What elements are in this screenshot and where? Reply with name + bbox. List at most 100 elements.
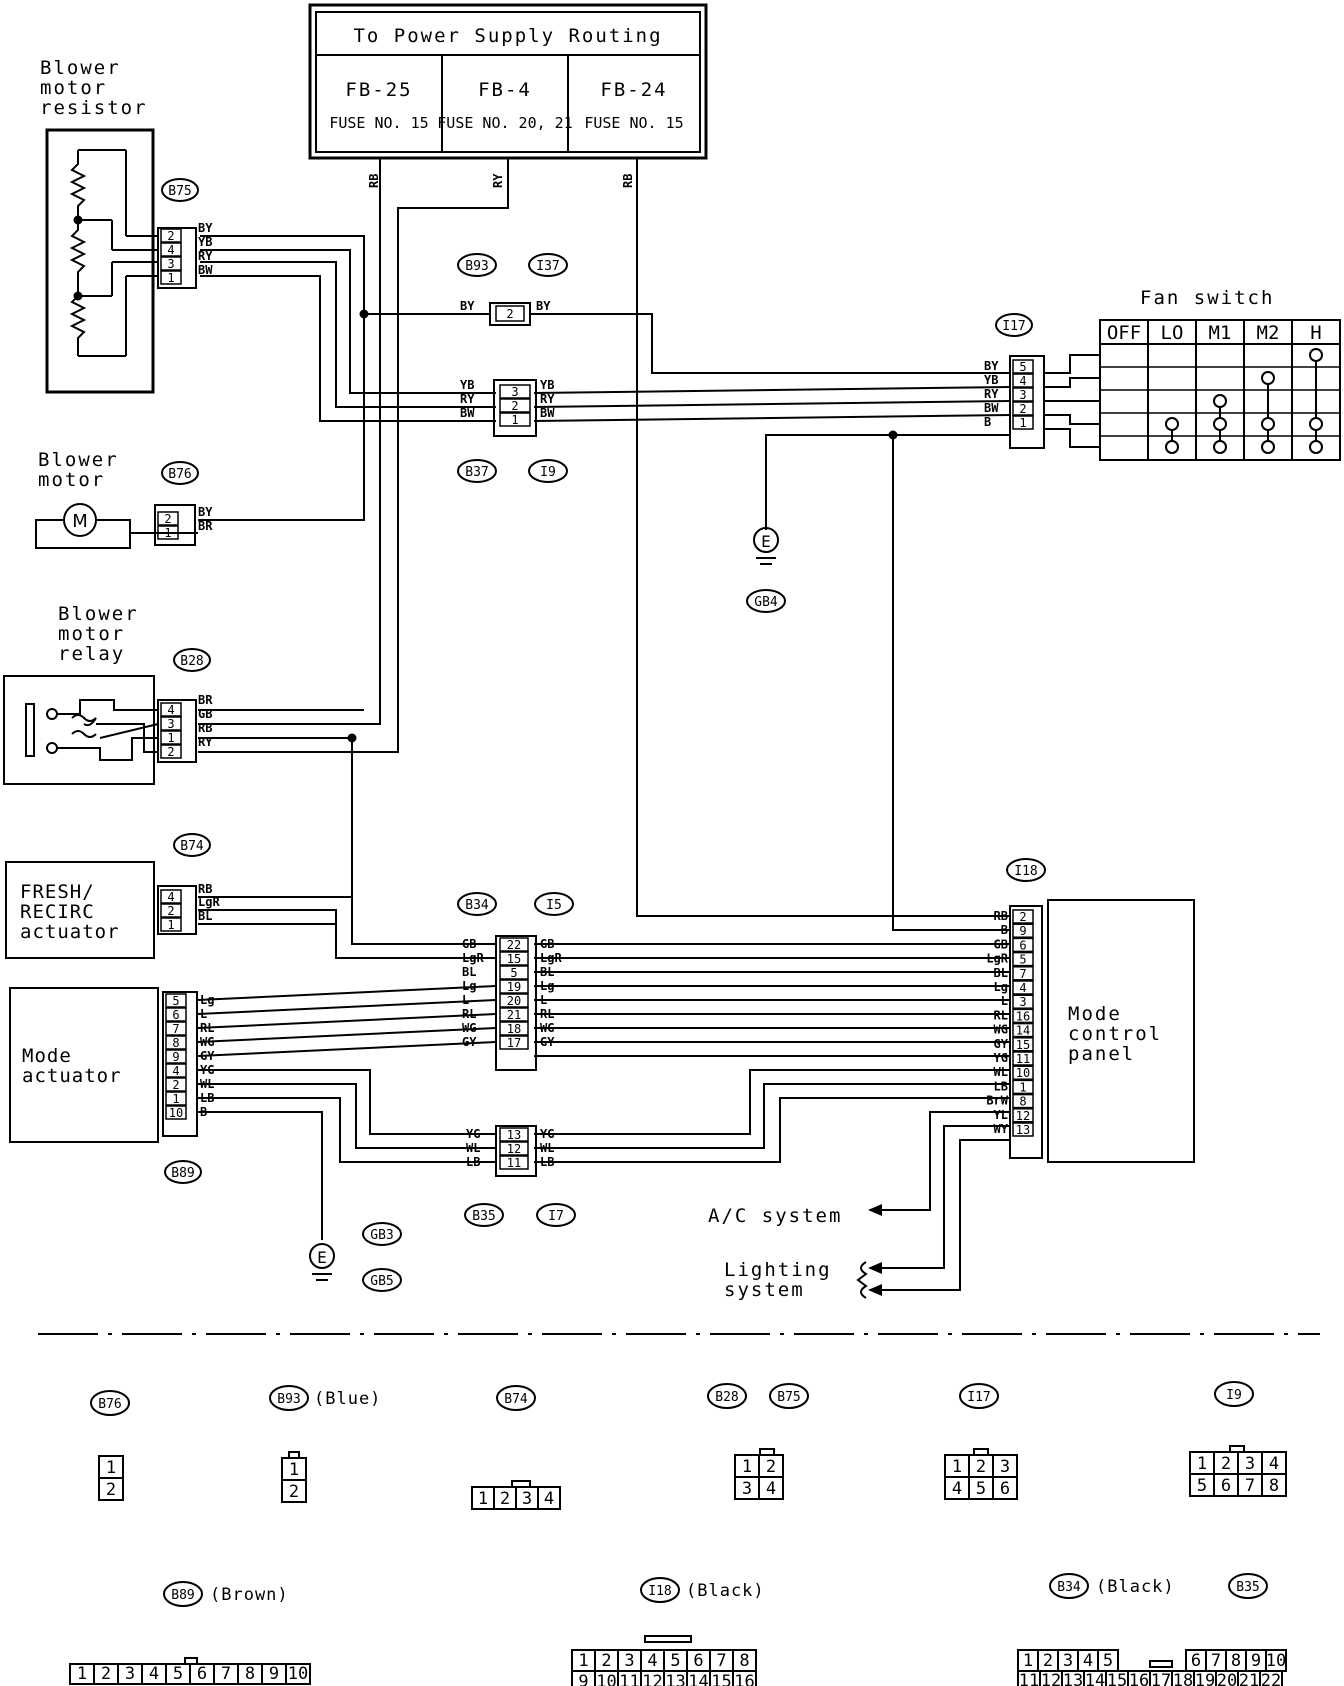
legend-b34-bottom-cell	[1259, 1670, 1283, 1686]
b35-pin: 13	[507, 1128, 521, 1142]
legend-b89-pin: 2	[101, 1664, 111, 1684]
ground-icon	[309, 1243, 335, 1269]
panel-pin: 7	[1019, 967, 1026, 981]
b35-pin-box	[499, 1141, 529, 1156]
b35-wire-right: WL	[540, 1141, 554, 1155]
i9-id: I9	[540, 465, 556, 480]
b35-wire-right: LB	[540, 1155, 554, 1169]
blower-motor-relay: Blower motor relay B28 4 3 1 2 BR GB RB …	[3, 603, 213, 785]
legend-b28-pin: 2	[766, 1457, 776, 1477]
legend-i17-pin: 4	[952, 1479, 962, 1499]
output-arrows	[868, 1204, 882, 1296]
legend-b89-pin: 9	[269, 1664, 279, 1684]
legend-i18-pin: 6	[693, 1651, 703, 1671]
relay-wire-4: RY	[198, 735, 213, 749]
legend-b93-pin: 2	[289, 1482, 299, 1502]
b34-id: B34	[465, 898, 489, 913]
legend-i17-pin: 5	[976, 1479, 986, 1499]
legend-b76-cell	[98, 1477, 124, 1501]
fan-pin: 3	[1019, 388, 1026, 402]
switch-contact-icon	[1261, 417, 1275, 431]
b35-wire-left: YG	[466, 1127, 480, 1141]
b34-wire-right: LgR	[540, 951, 562, 965]
b34-pin-box	[499, 937, 529, 952]
motor-wire-1: BY	[198, 505, 213, 519]
legend-b89-cell	[285, 1663, 311, 1685]
legend-i18-pin: 10	[596, 1672, 616, 1686]
b34-wire-left: L	[462, 993, 469, 1007]
fan-pin: 1	[1019, 416, 1026, 430]
legend-i18-pin: 12	[642, 1672, 662, 1686]
legend-b76-pin: 2	[106, 1480, 116, 1500]
legend-b34-bottom-pin: 15	[1107, 1671, 1127, 1686]
fuse-no-2: FUSE NO. 20, 21	[437, 114, 572, 132]
b34-wire-left: WG	[462, 1021, 476, 1035]
panel-pin-box	[1012, 1122, 1034, 1137]
fuse-no-3: FUSE NO. 15	[584, 114, 683, 132]
b34-wire-right: GY	[540, 1035, 555, 1049]
b37-wire-r3: BW	[540, 406, 555, 420]
panel-pin: 3	[1019, 995, 1026, 1009]
switch-contact-icon	[1213, 394, 1227, 408]
mode-actuator-wire: LB	[200, 1091, 214, 1105]
legend-i18-pin: 14	[688, 1672, 708, 1686]
legend-i9-cell	[1261, 1473, 1287, 1497]
b34-wire-left: GB	[462, 937, 476, 951]
legend-b76-id: B76	[98, 1397, 121, 1412]
resistor-pin-4: 1	[167, 271, 174, 285]
b34-pin: 5	[510, 966, 517, 980]
i5-id: I5	[546, 898, 562, 913]
mode-actuator-pin-box	[165, 1063, 187, 1078]
panel-pin: 14	[1016, 1024, 1030, 1038]
panel-pin-box	[1012, 951, 1034, 967]
legend-i17-cell	[992, 1476, 1018, 1500]
legend-b89-pin: 3	[125, 1664, 135, 1684]
panel-wire: RB	[994, 909, 1008, 923]
b35-wire-left: WL	[466, 1141, 480, 1155]
relay-coil-icon	[25, 703, 35, 757]
legend-b89-pin: 8	[245, 1664, 255, 1684]
b37-pin-1: 3	[511, 385, 518, 399]
b34-wire-right: GB	[540, 937, 554, 951]
legend-b28-cell	[758, 1476, 784, 1500]
legend-b34-bottom-pin: 17	[1151, 1671, 1171, 1686]
resistor-label-2: motor	[40, 77, 107, 99]
i7-id: I7	[548, 1209, 564, 1224]
legend-b28-pin: 4	[766, 1479, 776, 1499]
legend-i17-pin: 3	[1000, 1457, 1010, 1477]
panel-label-3: panel	[1068, 1043, 1135, 1065]
b37-wire-l2: RY	[460, 392, 475, 406]
legend-b28-pin: 1	[742, 1457, 752, 1477]
mode-actuator-pin-box	[165, 1049, 187, 1064]
b34-pin-box	[499, 979, 529, 994]
b93-wire-left: BY	[460, 299, 475, 313]
resistor-pin-2: 4	[167, 243, 174, 257]
fresh-pin-2: 2	[167, 904, 174, 918]
resistor-wire-3: RY	[198, 249, 213, 263]
legend-i9-pin: 5	[1197, 1476, 1207, 1496]
legend-b34-bottom-pin: 18	[1173, 1671, 1193, 1686]
power-wire-1: RB	[367, 174, 381, 188]
b37-wire-r2: RY	[540, 392, 555, 406]
mode-actuator-pin-box	[165, 1007, 187, 1022]
b35-pin: 12	[507, 1142, 521, 1156]
fresh-wire-2: LgR	[198, 895, 220, 909]
switch-contact-icon	[1309, 440, 1323, 454]
fan-wire: B	[984, 415, 991, 429]
b37-pin-3: 1	[511, 413, 518, 427]
legend-b28-b75-id: B75	[777, 1390, 800, 1405]
fan-wire: YB	[984, 373, 998, 387]
legend-i18-pin: 1	[578, 1651, 588, 1671]
legend-i18-id: I18	[648, 1584, 671, 1599]
legend-b89-pin: 4	[149, 1664, 159, 1684]
legend-b89-note: (Brown)	[210, 1585, 289, 1605]
b34-pin-box	[499, 1007, 529, 1022]
b35-wire-right: YG	[540, 1127, 554, 1141]
switch-contact-icon	[1165, 440, 1179, 454]
legend-b34-b35-id: B35	[1236, 1580, 1259, 1595]
legend-i9-pin: 1	[1197, 1454, 1207, 1474]
switch-contact-icon	[1261, 371, 1275, 385]
panel-wire: LgR	[986, 952, 1008, 966]
panel-wire: YG	[994, 1051, 1008, 1065]
